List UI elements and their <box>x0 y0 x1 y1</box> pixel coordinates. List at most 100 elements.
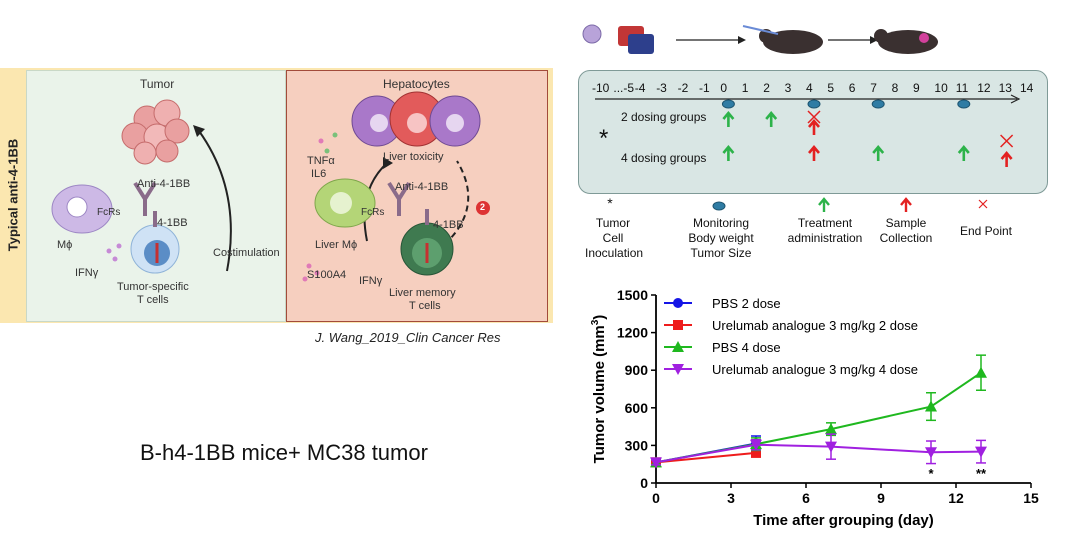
dose-arrow-icon <box>808 118 820 135</box>
data-point <box>750 439 762 451</box>
dose-arrow-icon <box>722 144 735 161</box>
y-tick-label: 1200 <box>617 325 648 341</box>
timeline-tick-label: -1 <box>699 81 710 95</box>
legend-inoculation-2: Inoculation <box>585 246 644 260</box>
liver-panel: Hepatocytes Liver toxicity TNFα IL6 Anti… <box>286 70 548 322</box>
model-title: B-h4-1BB mice+ MC38 tumor <box>140 440 428 465</box>
y-tick-label: 900 <box>625 362 649 378</box>
liver-fcrs-label: FcRs <box>361 207 385 218</box>
fcrs-label: FcRs <box>97 207 121 218</box>
legend-label: PBS 2 dose <box>712 296 781 311</box>
costimulation-arrow <box>198 130 232 272</box>
legend-monitoring-3: Tumor Size <box>690 246 752 260</box>
legend-green-arrow-icon <box>818 197 830 212</box>
data-point <box>650 457 662 469</box>
tumor-icon <box>121 99 190 165</box>
liver-macrophage-icon <box>314 178 376 228</box>
timeline-tick-label: 0 <box>720 81 728 95</box>
hepatocytes-icon <box>351 91 481 147</box>
legend-oval-icon <box>712 201 726 211</box>
t-cells-label: Tumor-specific <box>117 281 189 293</box>
x-tick-label: 0 <box>652 490 660 506</box>
4-1bb-label: 4-1BB <box>157 217 188 229</box>
t-cells-label-2: T cells <box>137 294 169 306</box>
y-tick-label: 600 <box>625 400 649 416</box>
mouse-injection-icon <box>742 25 823 54</box>
side-label: Typical anti-4-1BB <box>2 68 24 323</box>
group-label-4: 4 dosing groups <box>621 151 707 165</box>
timeline-tick-label: -10 <box>592 81 610 95</box>
x-tick-label: 3 <box>727 490 735 506</box>
x-tick-label: 12 <box>948 490 964 506</box>
timeline-tick-label: 10 <box>934 81 948 95</box>
legend-label: Urelumab analogue 3 mg/kg 4 dose <box>712 362 918 377</box>
legend-x-icon <box>978 199 988 209</box>
badge-icon <box>476 201 490 215</box>
timeline-tick-label: -3 <box>656 81 667 95</box>
legend-label: PBS 4 dose <box>712 340 781 355</box>
timeline-tick-label: 6 <box>848 81 856 95</box>
end-point-x-icon <box>1000 134 1014 148</box>
il6-label: IL6 <box>311 168 327 180</box>
legend-treatment-2: administration <box>787 231 863 245</box>
legend-entry: PBS 4 dose <box>664 340 781 355</box>
antibody-icon <box>133 181 157 216</box>
series-3 <box>650 433 987 469</box>
data-point <box>672 341 684 352</box>
data-point <box>975 366 987 378</box>
dose-arrow-icon <box>808 144 820 161</box>
end-point-x-icon <box>807 110 821 124</box>
legend-red-arrow-icon <box>900 197 912 212</box>
dose-arrow-icon <box>1000 150 1013 167</box>
legend-inoculation-1: Tumor Cell <box>595 216 631 245</box>
y-axis-label: Tumor volume (mm3) <box>590 315 608 464</box>
macrophage-icon <box>51 184 113 234</box>
liver-macrophage-label: Liver Mϕ <box>315 239 358 251</box>
dose-arrow-icon <box>722 110 735 127</box>
timeline-tick-label: 1 <box>741 81 749 95</box>
timeline-tick-label: 14 <box>1020 81 1034 95</box>
y-tick-label: 300 <box>625 437 649 453</box>
legend-star-symbol: * <box>607 195 613 211</box>
memory-t-cell-icon <box>400 209 454 276</box>
costimulation-label: Costimulation <box>213 247 280 259</box>
badge-label: 2 <box>480 202 486 212</box>
ifng-label: IFNγ <box>75 267 99 279</box>
monitoring-oval-icon <box>957 99 971 109</box>
data-point <box>673 320 683 330</box>
timeline-graphic <box>595 94 1021 167</box>
anti-4-1bb-label: Anti-4-1BB <box>137 178 191 190</box>
monitoring-oval-icon <box>871 99 885 109</box>
timeline-tick-label: 5 <box>827 81 835 95</box>
x-tick-label: 9 <box>877 490 885 506</box>
monitoring-oval-icon <box>807 99 821 109</box>
dose-arrow-icon <box>872 144 885 161</box>
legend-monitoring-2: Body weight <box>688 231 754 245</box>
dose-arrow-icon <box>765 110 778 127</box>
legend-label: Urelumab analogue 3 mg/kg 2 dose <box>712 318 918 333</box>
hepatocytes-label: Hepatocytes <box>383 77 450 91</box>
macrophage-label: Mϕ <box>57 239 73 251</box>
t-cell-icon <box>130 211 180 274</box>
timeline-tick-label: -2 <box>677 81 689 95</box>
significance-annotation: ** <box>976 466 987 481</box>
tumor-label: Tumor <box>140 77 175 91</box>
mouse-tumor-icon <box>874 29 938 54</box>
s100a4-label: S100A4 <box>307 269 347 281</box>
timeline-tick-label: ...-5 <box>613 81 635 95</box>
data-point <box>751 447 761 458</box>
legend-sample-1: Sample <box>885 216 927 230</box>
tumor-panel: Tumor Anti-4-1BB FcRs 4-1BB Mϕ IFNγ Cost… <box>26 70 286 322</box>
timeline-tick-label: 12 <box>977 81 991 95</box>
data-point <box>825 423 837 435</box>
series-line <box>655 451 757 464</box>
timeline-tick-label: 2 <box>763 81 770 95</box>
series-1 <box>651 447 761 468</box>
legend-entry: Urelumab analogue 3 mg/kg 2 dose <box>664 318 918 333</box>
legend-treatment-1: Treatment <box>797 216 853 230</box>
